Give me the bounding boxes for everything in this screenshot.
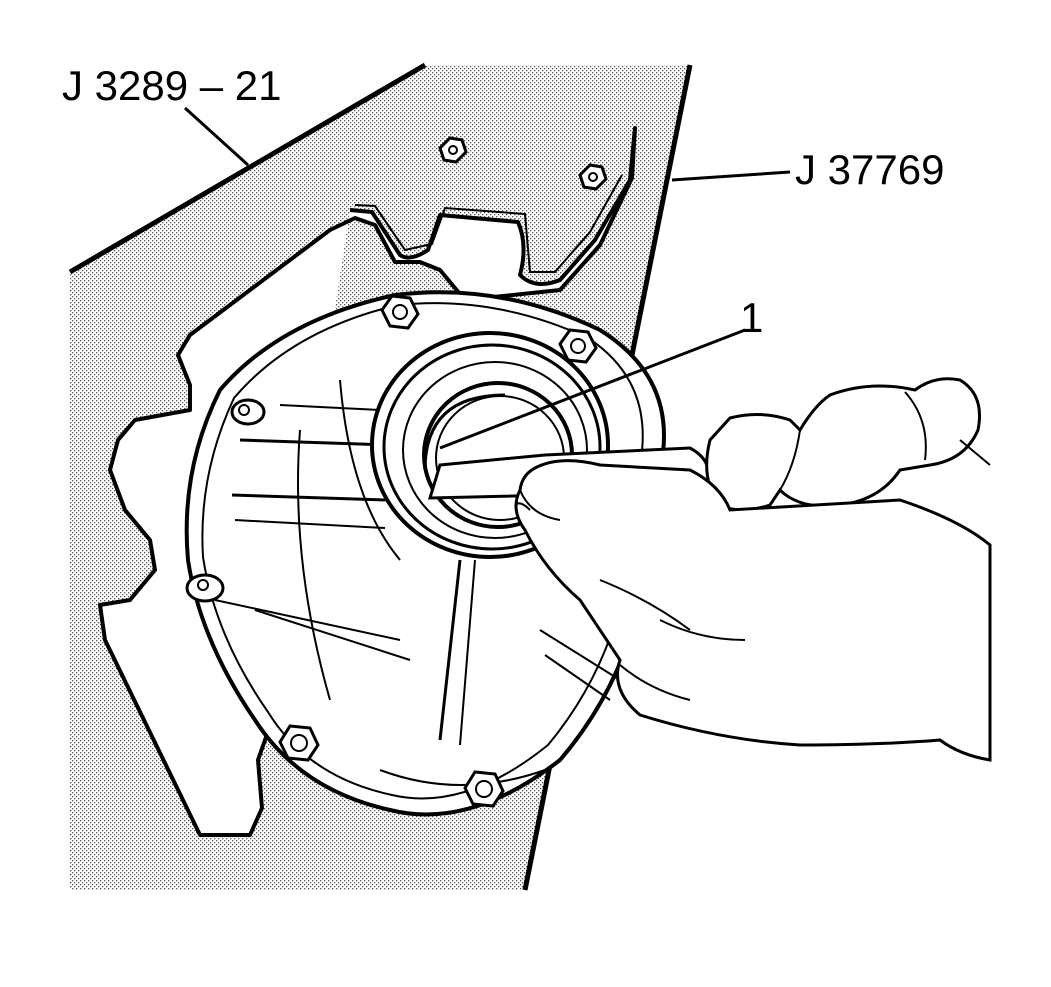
leader-line-holding-fixture	[183, 106, 250, 167]
callout-label-item-1: 1	[740, 294, 763, 341]
fixture-nut-upper	[438, 136, 468, 164]
housing-bolt-bottom-left	[278, 724, 320, 762]
housing-bolt-top-left	[380, 294, 420, 330]
callout-label-holding-fixture: J 3289 – 21	[62, 62, 282, 109]
callout-label-adapter-plate: J 37769	[795, 146, 944, 193]
fixture-nut-right	[578, 163, 608, 191]
hand	[514, 459, 992, 762]
leader-line-adapter-plate	[671, 170, 791, 182]
adapter-plate-outline-inner	[354, 174, 623, 273]
leader-line-item-1	[439, 328, 746, 450]
fixture-plate-top-edge	[68, 62, 427, 275]
housing-bolt-bottom-right	[463, 770, 505, 808]
